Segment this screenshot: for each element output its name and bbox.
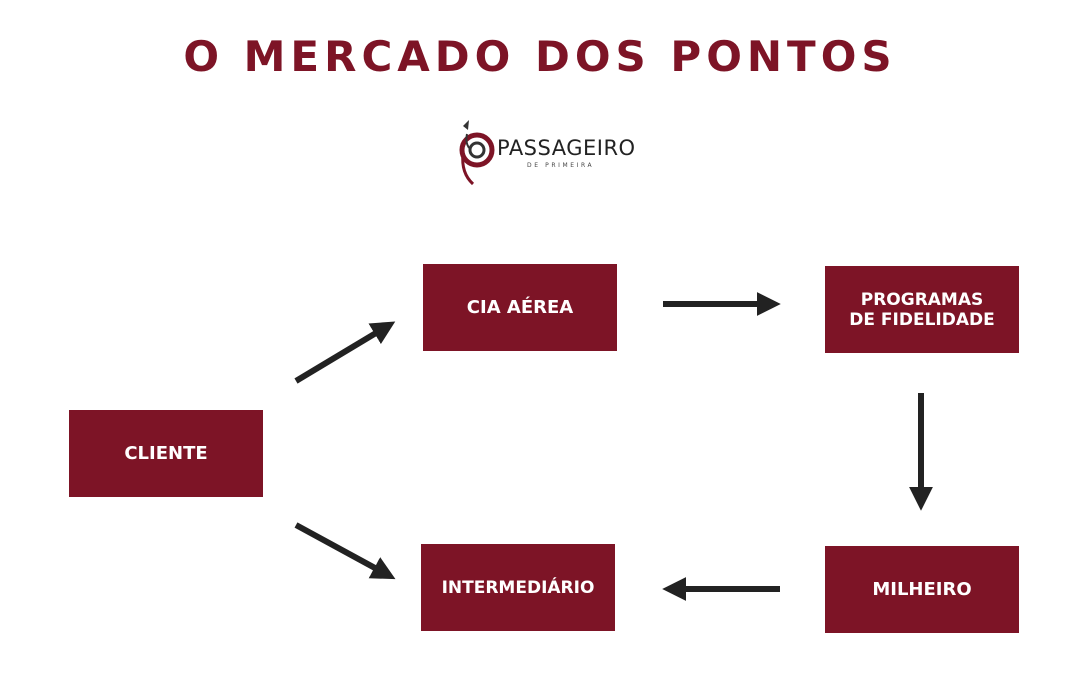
node-milheiro-label: MILHEIRO [872,578,972,600]
node-milheiro: MILHEIRO [825,546,1019,633]
node-cia-aerea-label: CIA AÉREA [466,296,574,318]
page-title: O MERCADO DOS PONTOS [183,32,897,81]
arrow-cliente-to-intermediario [294,522,396,580]
logo-icon [459,120,495,186]
logo-subtitle: DE PRIMEIRA [527,162,595,169]
node-programas-label: PROGRAMAS DE FIDELIDADE [849,289,995,330]
node-intermediario: INTERMEDIÁRIO [421,544,615,631]
node-cliente-label: CLIENTE [124,442,208,464]
logo: PASSAGEIRO DE PRIMEIRA [455,118,645,188]
node-cia-aerea: CIA AÉREA [423,264,617,351]
arrow-cliente-to-cia [294,321,396,384]
logo-name: PASSAGEIRO [497,136,636,160]
node-programas-de-fidelidade: PROGRAMAS DE FIDELIDADE [825,266,1019,353]
node-intermediario-label: INTERMEDIÁRIO [441,577,595,598]
node-cliente: CLIENTE [69,410,263,497]
